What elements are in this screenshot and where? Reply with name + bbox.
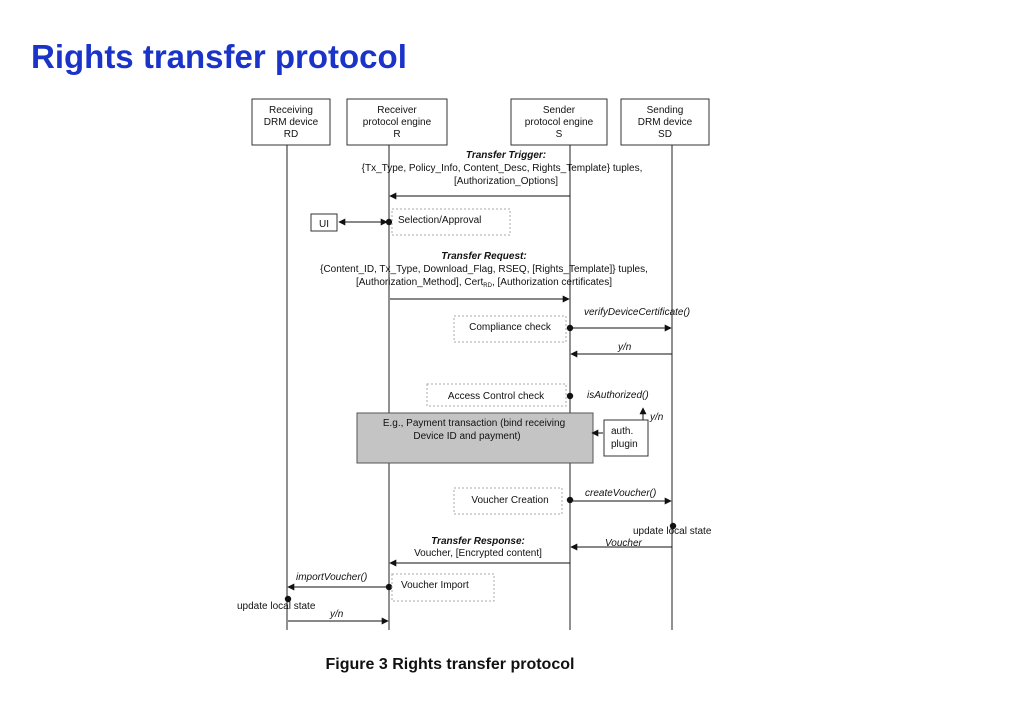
access-control-box xyxy=(426,383,567,407)
transfer-trigger-line-2: [Authorization_Options] xyxy=(454,176,558,187)
compliance-check-box xyxy=(453,315,567,343)
participant-s-line-2: protocol engine xyxy=(525,117,594,128)
slide-title: Rights transfer protocol xyxy=(31,38,407,75)
verify-device-certificate-label: verifyDeviceCertificate() xyxy=(584,307,690,318)
rd-update-dot xyxy=(284,595,292,603)
participant-sd-box xyxy=(620,98,710,146)
transfer-request-line-1: {Content_ID, Tx_Type, Download_Flag, RSE… xyxy=(320,264,648,275)
transfer-request-title: Transfer Request: xyxy=(441,251,526,262)
transfer-request-line-2: [Authorization_Method], CertRD, [Authori… xyxy=(356,277,612,289)
participant-s-box xyxy=(510,98,608,146)
transfer-response-line: Voucher, [Encrypted content] xyxy=(414,548,542,559)
is-authorized-label: isAuthorized() xyxy=(587,390,649,401)
transfer-trigger-title: Transfer Trigger: xyxy=(466,150,546,161)
sd-update-local-state-label: update local state xyxy=(633,526,712,537)
voucher-creation-label: Voucher Creation xyxy=(471,495,548,506)
access-control-dot xyxy=(566,392,574,400)
payment-transaction-box xyxy=(356,412,594,464)
ui-box xyxy=(310,213,338,232)
sd-update-dot xyxy=(669,522,677,530)
auth-plugin-line-2: plugin xyxy=(611,439,638,450)
compliance-dot xyxy=(566,324,574,332)
participant-sd-line-2: DRM device xyxy=(638,117,693,128)
rd-update-local-state-label: update local state xyxy=(237,601,316,612)
participant-r-line-1: Receiver xyxy=(377,105,417,116)
participant-sd-line-1: Sending xyxy=(647,105,684,116)
auth-plugin-line-1: auth. xyxy=(611,426,633,437)
participant-rd-line-2: DRM device xyxy=(264,117,319,128)
participant-rd-box xyxy=(251,98,331,146)
transfer-response-title: Transfer Response: xyxy=(431,536,525,547)
voucher-label: Voucher xyxy=(605,538,643,549)
participant-r-box xyxy=(346,98,448,146)
payment-transaction-line-2: Device ID and payment) xyxy=(413,431,520,442)
transfer-trigger-line-1: {Tx_Type, Policy_Info, Content_Desc, Rig… xyxy=(362,163,643,174)
payment-transaction-line-1: E.g., Payment transaction (bind receivin… xyxy=(383,418,565,429)
selection-dot xyxy=(385,218,393,226)
participant-rd-line-3: RD xyxy=(284,129,298,140)
compliance-check-label: Compliance check xyxy=(469,322,552,333)
voucher-import-box xyxy=(391,573,495,602)
participant-r-line-2: protocol engine xyxy=(363,117,432,128)
voucher-import-dot xyxy=(385,583,393,591)
auth-plugin-box xyxy=(603,419,649,457)
figure-caption: Figure 3 Rights transfer protocol xyxy=(325,656,575,673)
is-authorized-yn-label: y/n xyxy=(649,412,664,423)
participant-s-line-3: S xyxy=(556,129,563,140)
ui-label: UI xyxy=(319,219,329,230)
voucher-import-label: Voucher Import xyxy=(401,580,469,591)
participant-rd-line-1: Receiving xyxy=(269,105,313,116)
participant-r-line-3: R xyxy=(393,129,400,140)
create-voucher-label: createVoucher() xyxy=(585,488,656,499)
selection-approval-label: Selection/Approval xyxy=(398,215,481,226)
selection-approval-box xyxy=(391,208,511,236)
participant-sd-line-3: SD xyxy=(658,129,672,140)
verify-yn-label: y/n xyxy=(617,342,632,353)
voucher-creation-box xyxy=(453,487,563,515)
access-control-label: Access Control check xyxy=(448,391,545,402)
participant-s-line-1: Sender xyxy=(543,105,576,116)
voucher-creation-dot xyxy=(566,496,574,504)
rd-yn-label: y/n xyxy=(329,609,344,620)
import-voucher-label: importVoucher() xyxy=(296,572,367,583)
